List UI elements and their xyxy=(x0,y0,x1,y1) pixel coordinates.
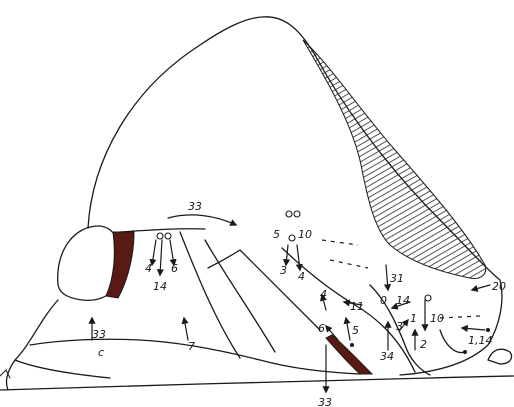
label-route-10-right: 10 xyxy=(430,312,444,325)
label-route-3-mid: 3 xyxy=(280,264,287,277)
route-arrow-4-left xyxy=(152,240,156,265)
finish-dot-3 xyxy=(486,328,490,332)
route-arrow-31 xyxy=(386,265,388,290)
route-arrow-5-lower xyxy=(346,318,350,340)
label-route-5-mid: 5 xyxy=(273,228,280,241)
route-arrow-14-left xyxy=(160,240,162,275)
label-route-20: 20 xyxy=(492,280,506,293)
small-rock-right xyxy=(488,349,512,364)
label-route-7: 7 xyxy=(188,340,195,353)
route-arrow-20 xyxy=(472,285,490,290)
label-route-31: 31 xyxy=(390,272,404,285)
route-arrow-33-top xyxy=(168,215,236,225)
label-route-33-bottom: 33 xyxy=(318,396,332,407)
label-route-10-mid: 10 xyxy=(298,228,312,241)
label-route-11: 11 xyxy=(350,300,364,313)
label-route-33-left: 33 xyxy=(92,328,106,341)
top-hold-mid xyxy=(289,235,295,241)
shaded-slab xyxy=(303,40,486,278)
ledge-line xyxy=(120,229,205,232)
start-hold-left-2 xyxy=(165,233,171,239)
label-route-34: 34 xyxy=(380,350,394,363)
ground-line xyxy=(0,376,514,390)
finish-dot-1 xyxy=(350,343,354,347)
route-arrow-4-mid xyxy=(297,245,300,270)
label-route-1-14: 1,14 xyxy=(468,334,493,347)
label-route-c: c xyxy=(98,346,104,359)
label-route-33-top: 33 xyxy=(188,200,202,213)
start-hold-right xyxy=(425,295,431,301)
label-route-6-left: 6 xyxy=(171,262,178,275)
label-route-0: 0 xyxy=(380,294,387,307)
label-route-4-mid: 4 xyxy=(298,270,305,283)
lower-rock-left xyxy=(6,300,110,390)
route-arrow-7 xyxy=(184,318,188,340)
dark-crack-left xyxy=(106,232,134,298)
lower-rock-slope-2 xyxy=(205,240,275,352)
label-route-2: 2 xyxy=(420,338,427,351)
dashed-traverse-right xyxy=(440,316,480,318)
route-arrow-1-14 xyxy=(462,328,485,330)
label-route-3-right: 3 xyxy=(396,320,403,333)
dashed-traverse-mid xyxy=(322,240,358,245)
label-route-14-right: 14 xyxy=(396,294,410,307)
label-route-4-left: 4 xyxy=(145,262,152,275)
start-hold-mid-1 xyxy=(286,211,292,217)
lower-rock-base xyxy=(30,339,360,374)
dark-crack-lower xyxy=(326,335,372,374)
label-route-1-small: 1 xyxy=(410,312,417,325)
start-hold-mid-2 xyxy=(294,211,300,217)
dashed-traverse-mid-2 xyxy=(330,260,368,268)
route-arrow-3-mid xyxy=(286,245,288,265)
label-route-6-lower: 6 xyxy=(318,322,325,335)
lower-rock-ridge xyxy=(208,250,320,330)
start-hold-left-1 xyxy=(157,233,163,239)
finish-dot-2 xyxy=(463,350,467,354)
label-route-14-left: 14 xyxy=(153,280,167,293)
label-route-4-lower: 4 xyxy=(320,288,327,301)
label-route-5-lower: 5 xyxy=(352,324,359,337)
